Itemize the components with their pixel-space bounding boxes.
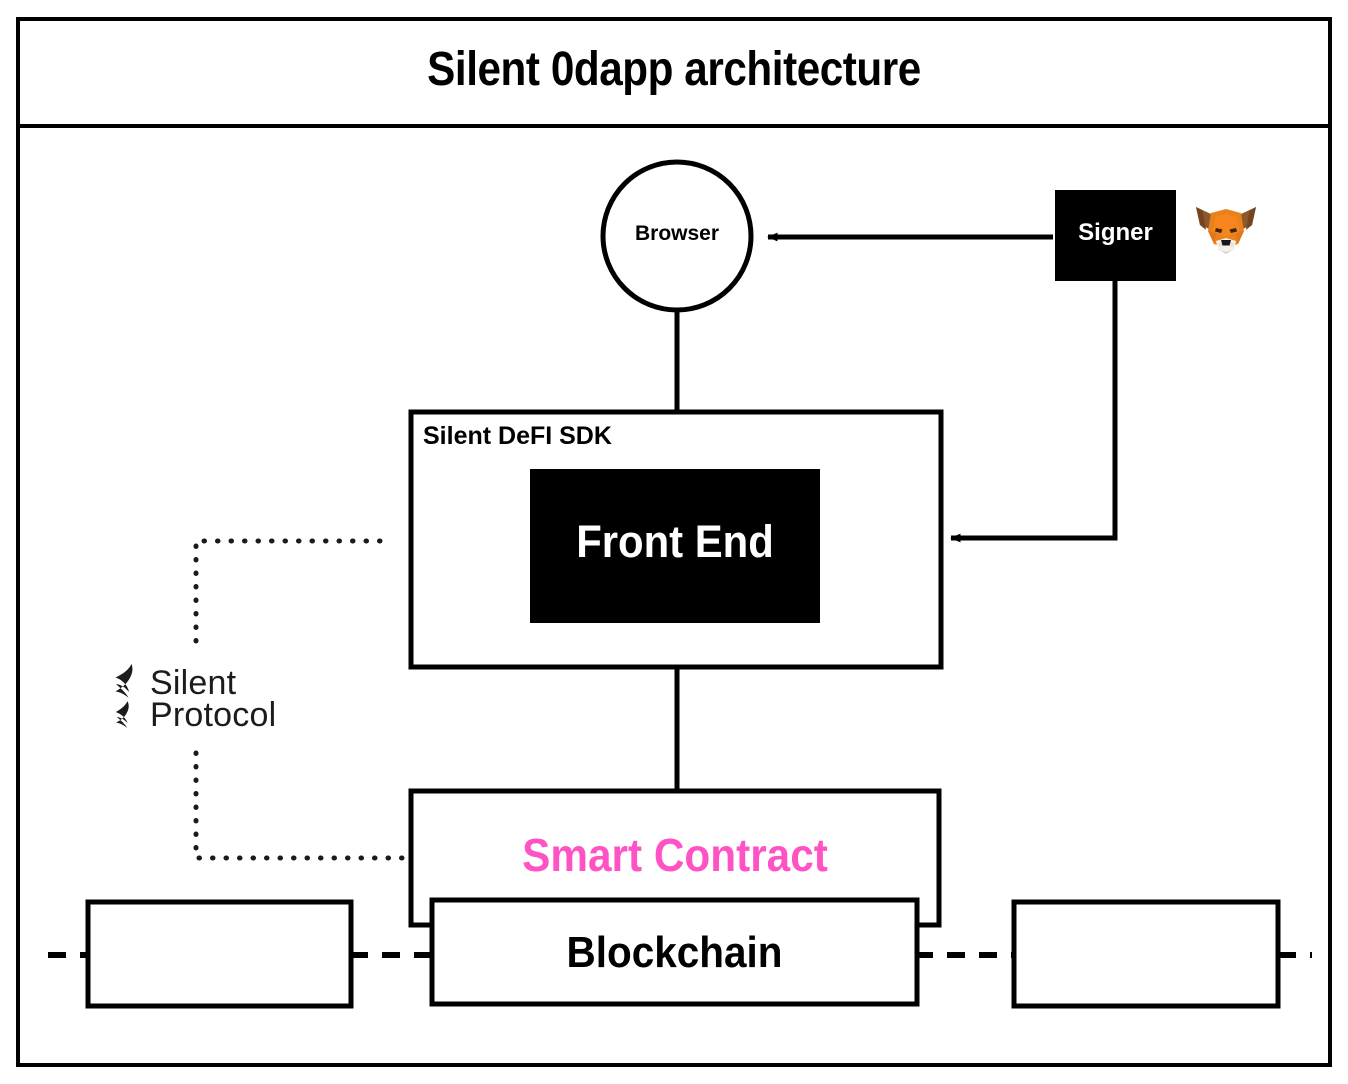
edge-protocol-to-sdk (193, 538, 383, 651)
node-smart-contract-label: Smart Contract (522, 829, 828, 881)
silent-protocol-wordmark: Silent Protocol (150, 663, 277, 734)
silent-protocol-logo: Silent Protocol (112, 662, 276, 736)
metamask-fox-icon (1196, 207, 1256, 254)
node-chain-peer-left[interactable] (85, 899, 354, 1009)
node-front-end[interactable] (530, 469, 820, 623)
node-sdk-label: Silent DeFI SDK (423, 422, 612, 450)
silent-protocol-line1: Silent (150, 663, 237, 702)
silent-protocol-mark-icon (115, 664, 133, 729)
node-chain-peer-right[interactable] (1011, 899, 1281, 1009)
node-blockchain[interactable] (429, 897, 920, 1007)
node-signer-label: Signer (1078, 219, 1153, 246)
node-browser-label: Browser (634, 222, 720, 245)
node-browser[interactable] (600, 159, 754, 313)
node-blockchain-label: Blockchain (566, 928, 783, 977)
edge-signer-to-front-end (950, 281, 1118, 543)
silent-protocol-line2: Protocol (150, 696, 277, 734)
node-front-end-label: Front End (576, 516, 774, 567)
node-signer[interactable] (1055, 190, 1176, 281)
page-title: Silent 0dapp architecture (427, 43, 921, 96)
